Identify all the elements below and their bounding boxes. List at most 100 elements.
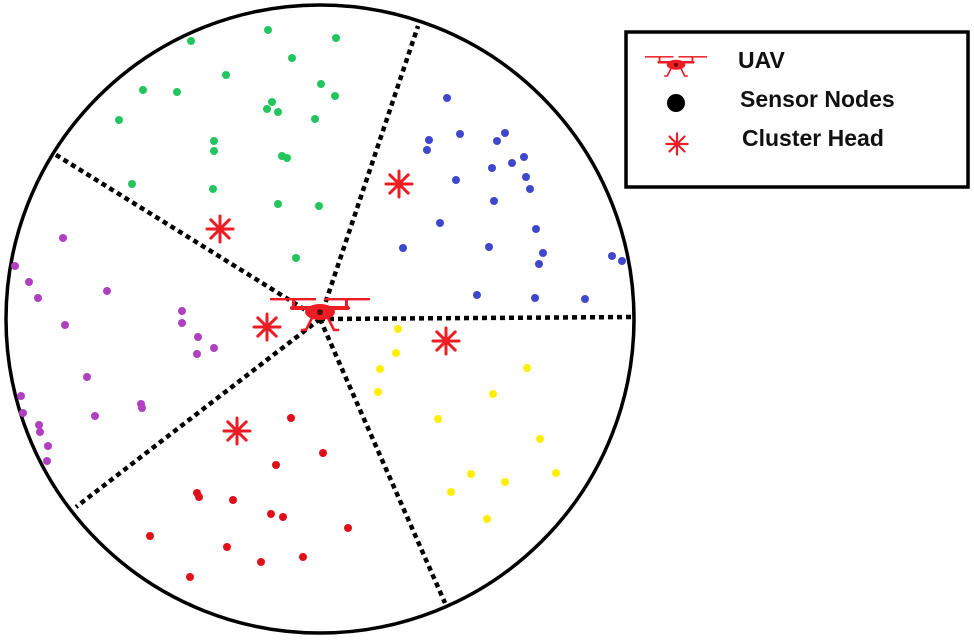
sensor-node [456, 130, 464, 138]
sensor-node [146, 532, 154, 540]
sensor-node [311, 115, 319, 123]
sensor-node [523, 364, 531, 372]
sensor-node [193, 350, 201, 358]
sensor-node [581, 295, 589, 303]
sensor-node [473, 291, 481, 299]
sensor-node [34, 294, 42, 302]
sensor-node [485, 243, 493, 251]
sensor-node [83, 373, 91, 381]
sensor-node [268, 98, 276, 106]
sensor-node [447, 488, 455, 496]
sensor-nodes-blue [399, 94, 626, 303]
sensor-node [91, 412, 99, 420]
sensor-node [138, 404, 146, 412]
sensor-node [501, 129, 509, 137]
cluster-head-north-east [384, 169, 414, 199]
sensor-node [452, 176, 460, 184]
sensor-node [103, 287, 111, 295]
sensor-node [17, 392, 25, 400]
sensor-node [374, 388, 382, 396]
sensor-node [61, 321, 69, 329]
sensor-node [272, 461, 280, 469]
red-asterisk-icon [665, 132, 689, 156]
sensor-node [283, 154, 291, 162]
sensor-node [139, 86, 147, 94]
sensor-node [274, 108, 282, 116]
sensor-node [376, 365, 384, 373]
sensor-node [344, 524, 352, 532]
sensor-node [508, 159, 516, 167]
sensor-node [394, 325, 402, 333]
sensor-node [274, 200, 282, 208]
legend-cluster-head-label: Cluster Head [742, 125, 884, 151]
black-dot-icon [667, 94, 685, 112]
sensor-node [483, 515, 491, 523]
sensor-node [43, 457, 51, 465]
legend-uav-label: UAV [738, 47, 786, 73]
sensor-node [423, 146, 431, 154]
sensor-node [267, 510, 275, 518]
sensor-node [44, 442, 52, 450]
sensor-node [19, 409, 27, 417]
sensor-node [186, 573, 194, 581]
sensor-node [539, 249, 547, 257]
sensor-node [210, 137, 218, 145]
sensor-node [210, 344, 218, 352]
sensor-node [536, 435, 544, 443]
sensor-node [315, 202, 323, 210]
sensor-node [317, 80, 325, 88]
sensor-node [287, 414, 295, 422]
sensor-node [399, 244, 407, 252]
sensor-node [490, 197, 498, 205]
sensor-node [520, 153, 528, 161]
sensor-node [392, 349, 400, 357]
sensor-node [443, 94, 451, 102]
sensor-node [532, 225, 540, 233]
sensor-node [222, 71, 230, 79]
sensor-node [36, 428, 44, 436]
sensor-node [331, 92, 339, 100]
sensor-node [229, 496, 237, 504]
legend-box [624, 30, 970, 189]
sensor-node [552, 469, 560, 477]
sensor-node [210, 147, 218, 155]
sensor-node [299, 553, 307, 561]
sensor-node [25, 278, 33, 286]
cluster-head-north [205, 214, 235, 244]
sensor-node [223, 543, 231, 551]
sensor-nodes-yellow [374, 325, 560, 523]
sensor-node [501, 478, 509, 486]
sensor-node [263, 105, 271, 113]
sensor-node [209, 185, 217, 193]
cluster-head-south-east [431, 326, 461, 356]
sensor-node [115, 116, 123, 124]
sensor-node [434, 415, 442, 423]
sensor-node [467, 470, 475, 478]
sensor-node [618, 257, 626, 265]
uav-drone-icon [268, 296, 372, 332]
sensor-node [522, 173, 530, 181]
sensor-node [608, 252, 616, 260]
divider-east [319, 314, 635, 322]
sensor-node [11, 262, 19, 270]
sensor-node [59, 234, 67, 242]
cluster-head-west [252, 312, 282, 342]
sensor-node [35, 421, 43, 429]
sensor-node [288, 54, 296, 62]
sensor-node [195, 493, 203, 501]
sensor-nodes-magenta [11, 234, 218, 465]
sensor-node [425, 136, 433, 144]
sensor-node [535, 260, 543, 268]
sensor-node [526, 185, 534, 193]
sensor-nodes-red [146, 414, 352, 581]
sensor-node [292, 254, 300, 262]
sensor-node [264, 26, 272, 34]
divider-south-east [317, 318, 448, 604]
sensor-node [489, 390, 497, 398]
divider-north-west [51, 151, 322, 321]
sensor-node [493, 137, 501, 145]
sensor-node [531, 294, 539, 302]
sensor-node [178, 307, 186, 315]
sector-dividers [51, 25, 635, 604]
